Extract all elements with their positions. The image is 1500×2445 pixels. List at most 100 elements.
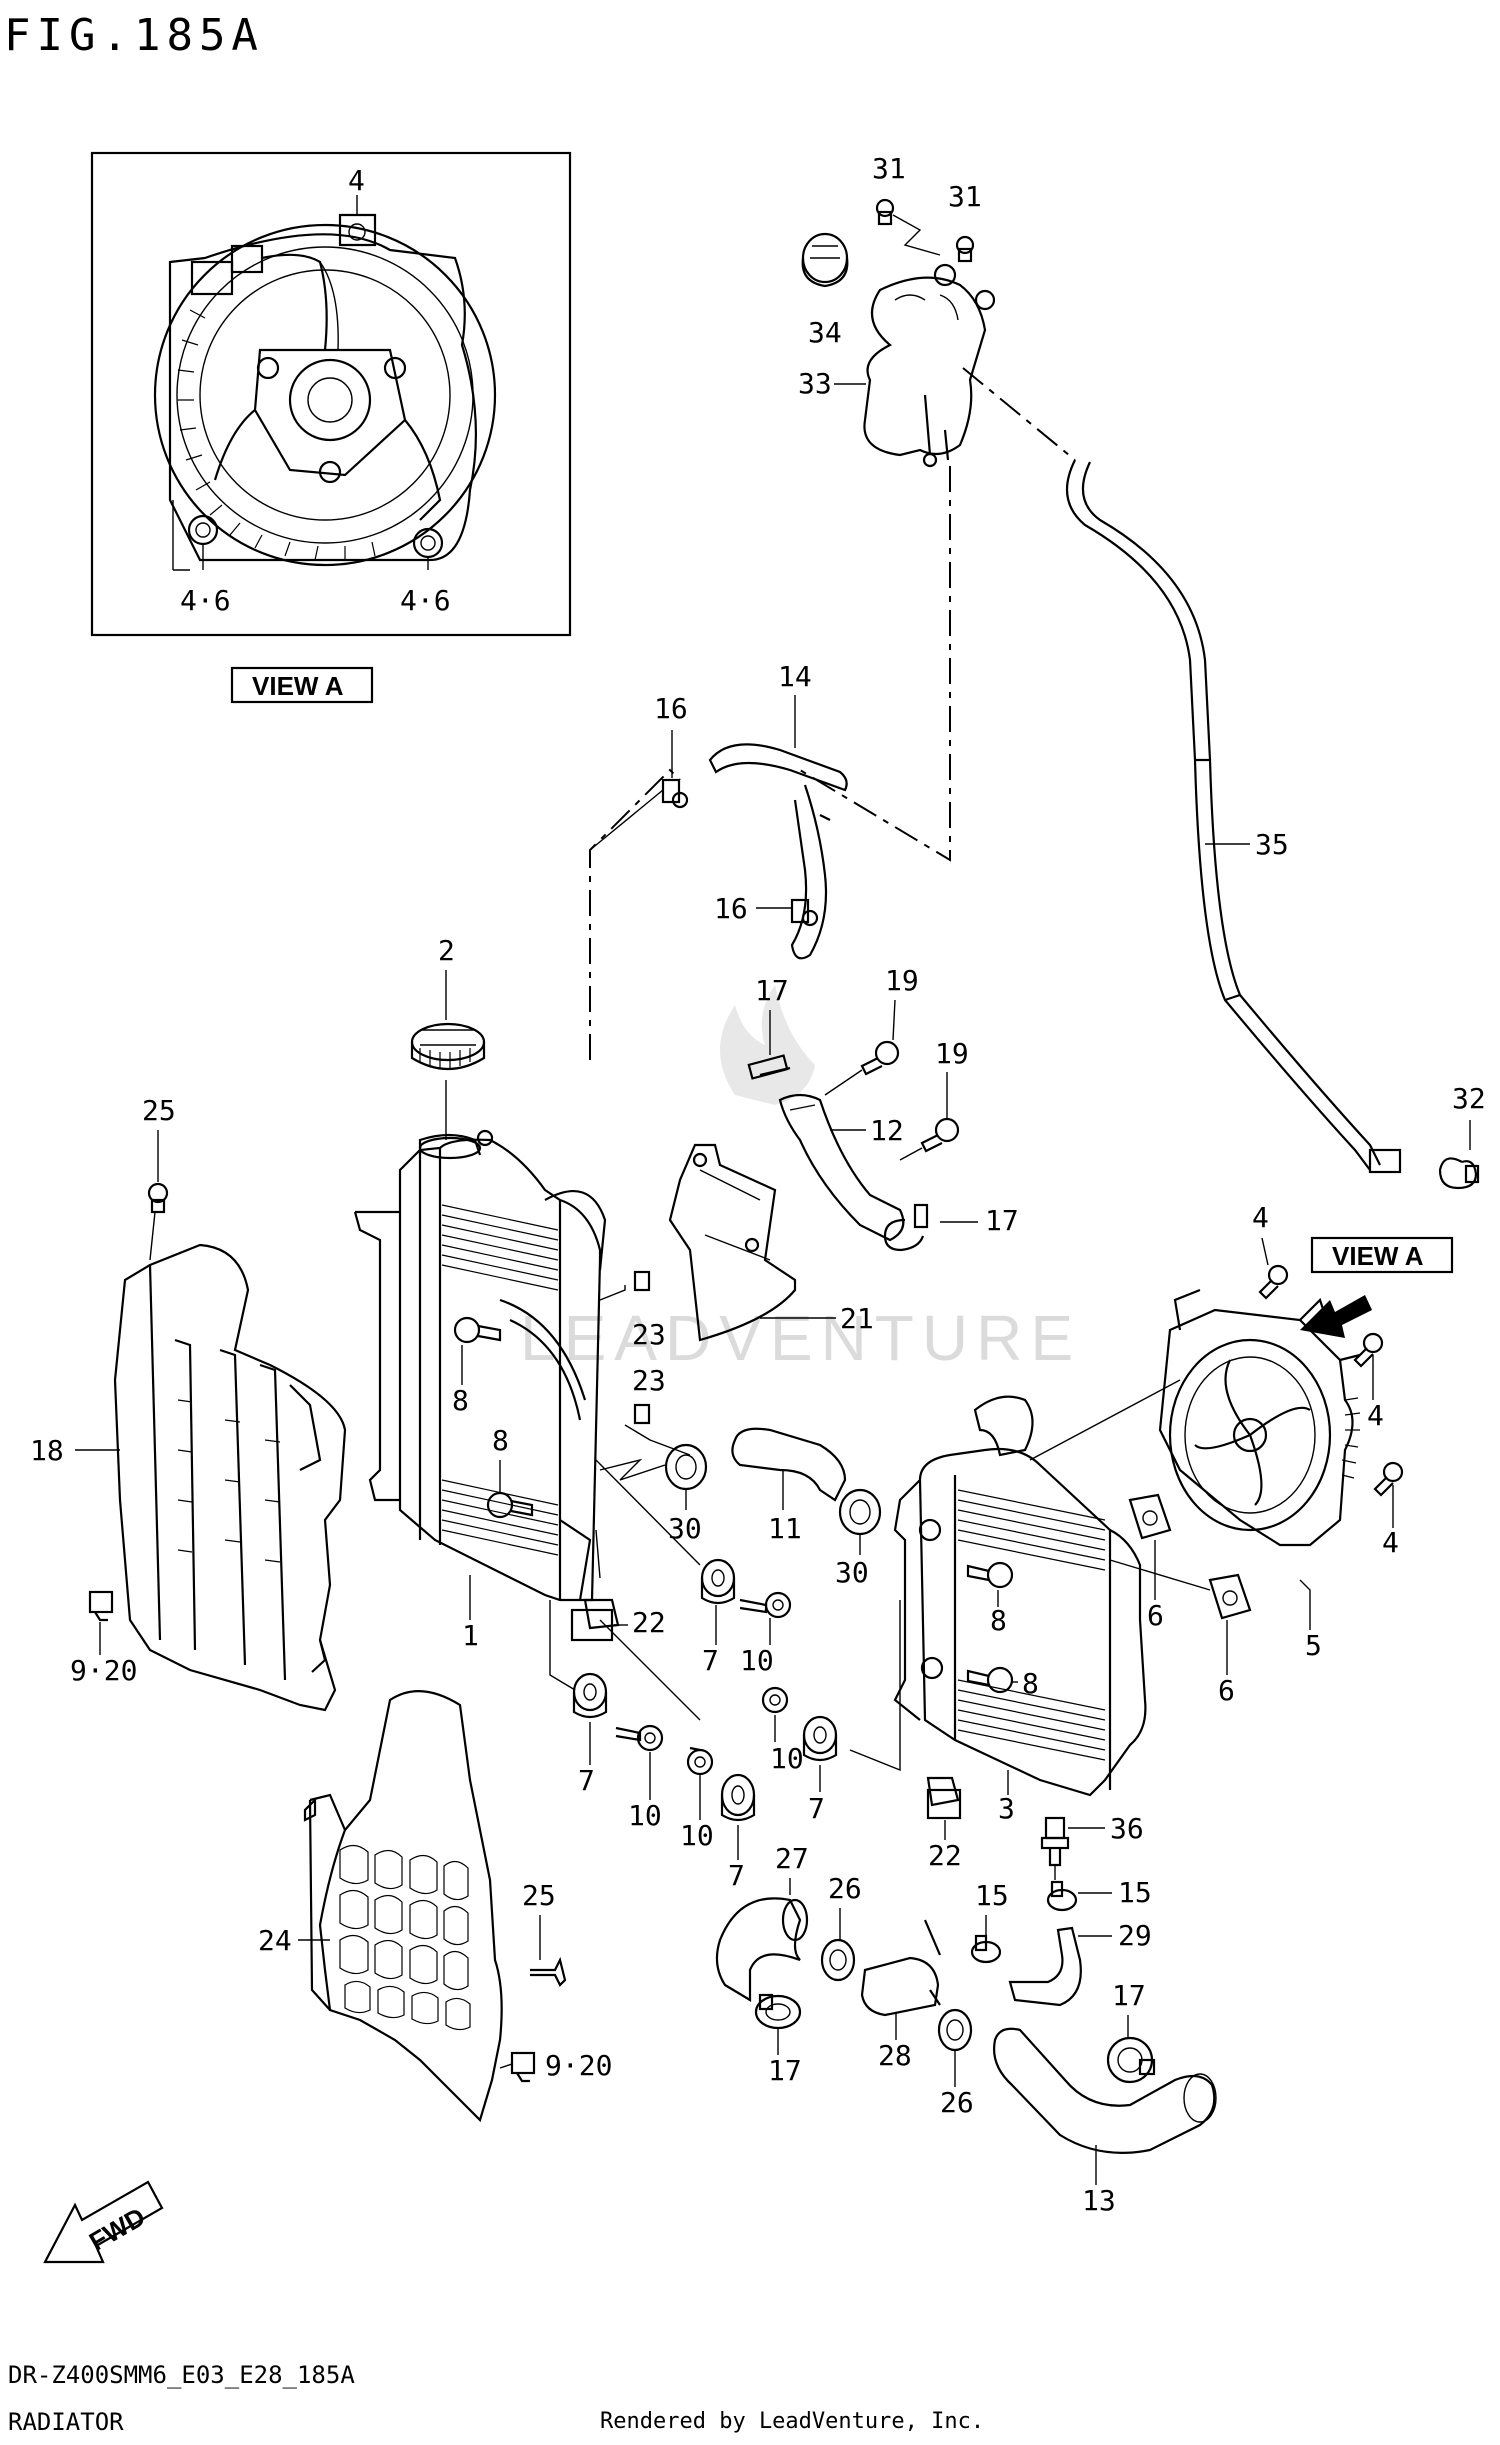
clamp-32 — [1438, 1157, 1480, 1190]
callout-30: 30 — [835, 1556, 869, 1589]
radiator-guard-24 — [303, 1690, 503, 2123]
credit-line: Rendered by LeadVenture, Inc. — [600, 2409, 984, 2434]
callout-12: 12 — [870, 1114, 904, 1147]
hose-13 — [993, 2027, 1217, 2154]
callout-17: 17 — [985, 1204, 1019, 1237]
callout-10: 10 — [770, 1742, 804, 1775]
callout-4-6: 4·6 — [180, 584, 231, 617]
callout-8: 8 — [492, 1424, 509, 1457]
callout-21: 21 — [840, 1302, 874, 1335]
callout-18: 18 — [30, 1434, 64, 1467]
callout-22: 22 — [928, 1839, 962, 1872]
bolt-8 — [453, 1316, 534, 1519]
callout-19: 19 — [885, 964, 919, 997]
radiator-cap — [410, 1022, 486, 1070]
callout-31: 31 — [948, 180, 982, 213]
callout-10: 10 — [740, 1644, 774, 1677]
collar-10 — [615, 1686, 789, 1776]
callout-8: 8 — [990, 1604, 1007, 1637]
collar-10 — [739, 1591, 792, 1619]
bolt-25 — [147, 1182, 567, 1987]
callout-15: 15 — [975, 1879, 1009, 1912]
reservoir-tank — [863, 263, 996, 468]
callout-25: 25 — [142, 1094, 176, 1127]
bolt-8 — [966, 1561, 1014, 1694]
view-a-label: VIEW A — [252, 671, 344, 701]
hose-11 — [731, 1427, 847, 1502]
callout-4: 4 — [1367, 1399, 1384, 1432]
model-code: DR-Z400SMM6_E03_E28_185A — [8, 2361, 355, 2389]
callout-35: 35 — [1255, 828, 1289, 861]
callout-25: 25 — [522, 1879, 556, 1912]
callout-16: 16 — [714, 892, 748, 925]
callout-2: 2 — [438, 934, 455, 967]
callout-8: 8 — [452, 1384, 469, 1417]
callout-17: 17 — [768, 2054, 802, 2087]
callout-31: 31 — [872, 152, 906, 185]
left-radiator — [353, 1129, 607, 1602]
clip-23 — [633, 1270, 651, 1425]
clamp-30 — [664, 1443, 882, 1536]
callout-29: 29 — [1118, 1919, 1152, 1952]
grommet-7 — [572, 1672, 838, 1822]
view-a-pointer — [1300, 1295, 1372, 1338]
callout-9-20: 9·20 — [70, 1654, 137, 1687]
callout-13: 13 — [1082, 2184, 1116, 2217]
cushion-22 — [570, 1598, 620, 1642]
callout-23: 23 — [632, 1318, 666, 1351]
callout-24: 24 — [258, 1924, 292, 1957]
radiator-shroud-18 — [113, 1243, 347, 1712]
callout-1: 1 — [462, 1619, 479, 1652]
callout-15: 15 — [1118, 1876, 1152, 1909]
callout-9-20: 9·20 — [545, 2049, 612, 2082]
view-a-pointer-box — [1310, 1236, 1454, 1274]
view-a-pointer-label: VIEW A — [1332, 1241, 1424, 1271]
callout-10: 10 — [680, 1819, 714, 1852]
bolt-4 — [1258, 1264, 1404, 1497]
callout-14: 14 — [778, 660, 812, 693]
callout-17: 17 — [755, 974, 789, 1007]
callout-19: 19 — [935, 1037, 969, 1070]
callout-26: 26 — [828, 1872, 862, 1905]
callout-28: 28 — [878, 2039, 912, 2072]
callout-30: 30 — [668, 1512, 702, 1545]
callout-4-6: 4·6 — [400, 584, 451, 617]
grommet-7 — [700, 1558, 736, 1605]
bolt-19 — [860, 1040, 960, 1153]
fwd-arrow: FWD — [43, 2180, 164, 2264]
callout-22: 22 — [632, 1606, 666, 1639]
clip-9-20 — [88, 1590, 536, 2083]
leadventure-watermark: LEADVENTURE — [520, 985, 1081, 1374]
callout-36: 36 — [1110, 1812, 1144, 1845]
view-a-label-box — [230, 666, 374, 704]
callout-7: 7 — [578, 1764, 595, 1797]
hose-14 — [708, 743, 848, 960]
bracket-21 — [668, 1143, 797, 1342]
callout-11: 11 — [768, 1512, 802, 1545]
cushion-22 — [926, 1776, 962, 1820]
callout-6: 6 — [1218, 1674, 1235, 1707]
callout-10: 10 — [628, 1799, 662, 1832]
callout-26: 26 — [940, 2086, 974, 2119]
upper-hose-12 — [778, 1093, 905, 1242]
callout-7: 7 — [728, 1859, 745, 1892]
callout-17: 17 — [1112, 1979, 1146, 2012]
callout-4: 4 — [1382, 1526, 1399, 1559]
mount-6 — [1128, 1493, 1252, 1620]
clip-16 — [661, 778, 819, 927]
right-radiator — [893, 1395, 1147, 1797]
callout-34: 34 — [808, 316, 842, 349]
callout-32: 32 — [1452, 1082, 1486, 1115]
watermark-text: LEADVENTURE — [520, 1302, 1081, 1374]
hose-28 — [860, 1919, 942, 2017]
callout-6: 6 — [1147, 1599, 1164, 1632]
callout-4: 4 — [1252, 1201, 1269, 1234]
callout-7: 7 — [808, 1792, 825, 1825]
clamp-15 — [970, 1880, 1078, 1964]
hose-35 — [1065, 459, 1402, 1174]
callout-8: 8 — [1022, 1667, 1039, 1700]
callout-27: 27 — [775, 1842, 809, 1875]
callout-33: 33 — [798, 367, 832, 400]
callout-16: 16 — [654, 692, 688, 725]
